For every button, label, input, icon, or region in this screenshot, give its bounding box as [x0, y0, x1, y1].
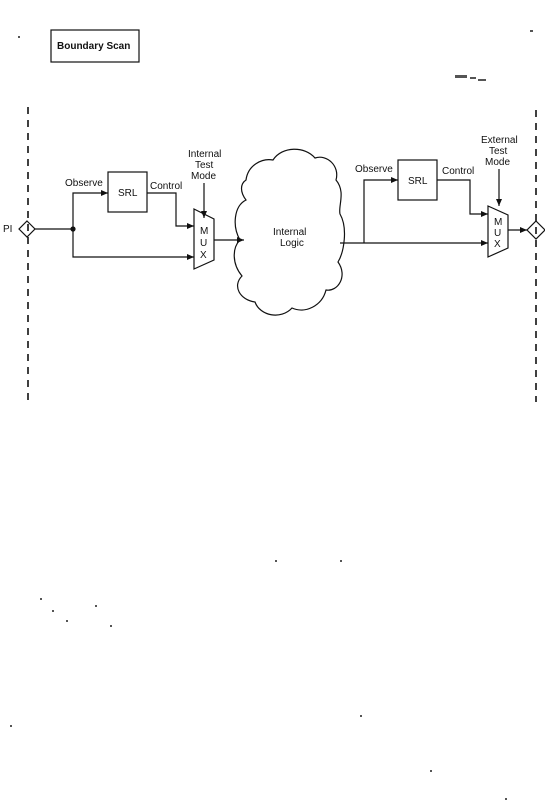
- mux-left-letter-u: U: [200, 238, 207, 249]
- mode-label-right-2: Test: [489, 146, 508, 157]
- speck: [530, 30, 533, 32]
- speck: [52, 610, 54, 612]
- pi-label: PI: [3, 224, 12, 235]
- left-port: PI: [3, 220, 36, 238]
- speck: [455, 75, 467, 78]
- pi-pin-diamond: [18, 220, 36, 238]
- mode-label-left-3: Mode: [191, 171, 216, 182]
- observe-label-left: Observe: [65, 178, 103, 189]
- speck: [478, 79, 486, 81]
- mode-label-right-3: Mode: [485, 157, 510, 168]
- mux-right-letter-u: U: [494, 228, 501, 239]
- control-wire-right: [437, 179, 488, 217]
- speck: [340, 560, 342, 562]
- mux-left: [193, 208, 215, 270]
- internal-logic: Internal Logic: [233, 148, 346, 316]
- title-frame: [50, 29, 140, 63]
- speck: [40, 598, 42, 600]
- mux-right: [487, 205, 509, 258]
- control-wire-left: [147, 192, 194, 229]
- title-label: Boundary Scan: [57, 41, 130, 52]
- scan-specks: [10, 30, 533, 800]
- mux-left-letter-x: X: [200, 250, 207, 261]
- observe-label-right: Observe: [355, 164, 393, 175]
- speck: [66, 620, 68, 622]
- mode-label-left-2: Test: [195, 160, 214, 171]
- left-boundary-cell: Observe SRL Control Internal Test Mode M…: [35, 149, 244, 270]
- po-pin-diamond: [526, 220, 545, 240]
- mode-label-right-1: External: [481, 135, 518, 146]
- speck: [275, 560, 277, 562]
- speck: [95, 605, 97, 607]
- speck: [360, 715, 362, 717]
- speck: [470, 77, 476, 79]
- srl-label-left: SRL: [118, 188, 138, 199]
- speck: [505, 798, 507, 800]
- observe-wire-right: [363, 177, 398, 243]
- mux-left-letter-m: M: [200, 226, 208, 237]
- mux-right-letter-m: M: [494, 217, 502, 228]
- speck: [110, 625, 112, 627]
- speck: [430, 770, 432, 772]
- internal-logic-label-1: Internal: [273, 227, 306, 238]
- control-label-right: Control: [442, 166, 474, 177]
- title-box: Boundary Scan: [50, 29, 140, 63]
- observe-wire-left: [72, 190, 108, 229]
- control-label-left: Control: [150, 181, 182, 192]
- speck: [18, 36, 20, 38]
- speck: [10, 725, 12, 727]
- right-boundary-cell: Observe SRL Control External Test Mode M…: [340, 135, 545, 258]
- srl-label-right: SRL: [408, 176, 428, 187]
- internal-logic-label-2: Logic: [280, 238, 304, 249]
- mux-right-letter-x: X: [494, 239, 501, 250]
- internal-logic-cloud: [233, 148, 346, 316]
- bypass-wire-left: [72, 229, 194, 260]
- mode-label-left-1: Internal: [188, 149, 221, 160]
- srl-box-left: [107, 171, 148, 213]
